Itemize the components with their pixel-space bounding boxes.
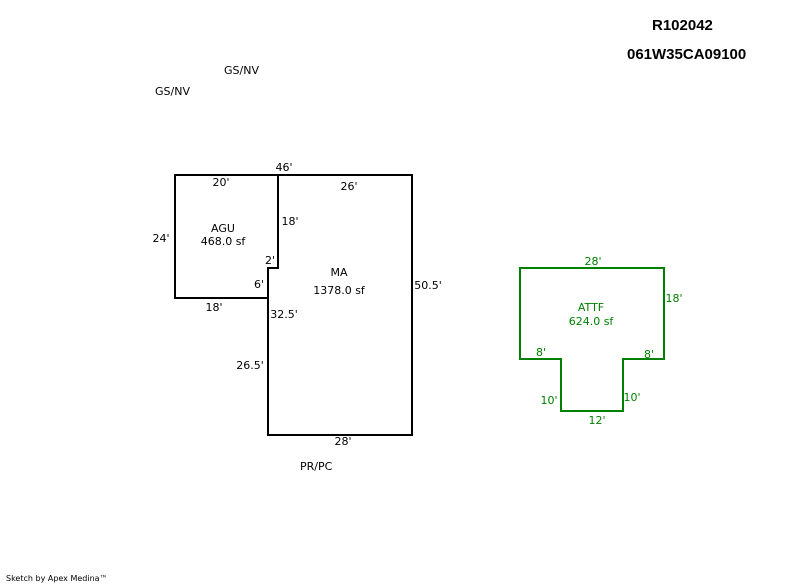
dim-label: 18' [665,292,682,305]
agu-outline [174,174,278,299]
dim-label: 24' [152,232,169,245]
dim-label: 28' [334,435,351,448]
dim-label: 50.5' [414,279,442,292]
footer-credit: Sketch by Apex Medina™ [6,574,108,583]
dim-label: 46' [275,161,292,174]
dim-label: 10' [540,394,557,407]
agu-area-label: 468.0 sf [201,235,247,248]
dim-label: 10' [623,391,640,404]
dim-label: 8' [536,346,546,359]
ma-area-label: 1378.0 sf [313,284,366,297]
attf-area-label: 624.0 sf [569,315,615,328]
parcel-number: 061W35CA09100 [627,46,747,63]
dim-label: 28' [584,255,601,268]
dim-label: 18' [205,301,222,314]
note-label: GS/NV [224,64,259,77]
dim-label: 6' [254,278,264,291]
ma-name-label: MA [330,266,347,279]
dim-label: 8' [644,348,654,361]
note-label: GS/NV [155,85,190,98]
dim-label: 26.5' [236,359,264,372]
dim-label: 12' [588,414,605,427]
dim-label: 2' [265,254,275,267]
dim-label: 18' [281,215,298,228]
attf-name-label: ATTF [578,301,604,314]
attf-outline [519,267,665,412]
record-id: R102042 [652,17,713,34]
agu-name-label: AGU [211,222,235,235]
note-label: PR/PC [300,460,333,473]
dim-label: 32.5' [270,308,298,321]
dim-label: 20' [212,176,229,189]
ma-outline [267,174,413,436]
dim-label: 26' [340,180,357,193]
